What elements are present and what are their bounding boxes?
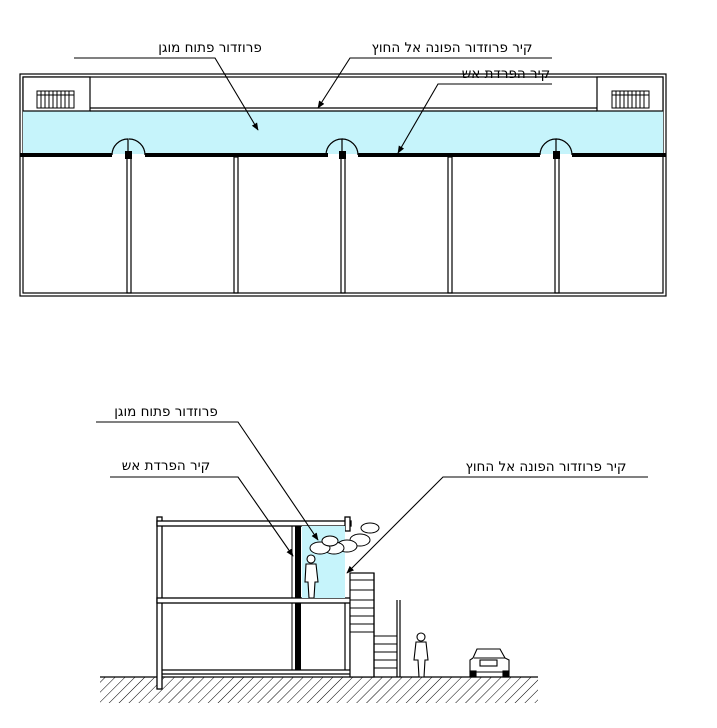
section-leader-open-corridor bbox=[96, 421, 319, 541]
section-leader-outer-wall bbox=[346, 476, 648, 574]
protected-open-corridor bbox=[23, 111, 663, 154]
plan-label-open-corridor: פרוזדור פתוח מוגן bbox=[158, 40, 262, 56]
smoke-clouds bbox=[309, 522, 380, 555]
person-outside bbox=[413, 632, 429, 678]
unit-partitions bbox=[126, 156, 560, 294]
door-swings bbox=[111, 138, 573, 156]
section-fire-wall-lower bbox=[295, 603, 301, 670]
ground-hatch bbox=[100, 677, 538, 703]
section-label-open-corridor: פרוזדור פתוח מוגן bbox=[114, 404, 218, 420]
car bbox=[469, 648, 510, 678]
stair-tower-right bbox=[596, 76, 664, 112]
stair-tower-left bbox=[22, 76, 91, 112]
cross-section: פרוזדור פתוח מוגן קיר הפרדת אש קיר פרוזד… bbox=[96, 404, 648, 703]
section-fire-wall-upper bbox=[295, 526, 301, 598]
section-leader-fire-wall bbox=[110, 476, 294, 557]
plan-leader-fire-wall bbox=[397, 83, 552, 154]
plan-leader-open-corridor bbox=[74, 57, 259, 131]
plan-label-fire-wall: קיר הפרדת אש bbox=[462, 66, 551, 82]
person-in-corridor bbox=[304, 554, 319, 599]
exterior-stair bbox=[349, 572, 401, 678]
section-label-fire-wall: קיר הפרדת אש bbox=[122, 458, 211, 474]
plan-outline bbox=[19, 73, 667, 297]
plan-leader-outer-wall bbox=[317, 57, 552, 109]
section-label-outer-wall: קיר פרוזדור הפונה אל החוץ bbox=[466, 459, 627, 475]
plan-label-outer-wall: קיר פרוזדור הפונה אל החוץ bbox=[372, 40, 533, 56]
floor-plan: פרוזדור פתוח מוגן קיר פרוזדור הפונה אל ה… bbox=[19, 40, 667, 297]
building-section bbox=[156, 516, 352, 690]
plan-outline-inner bbox=[22, 76, 664, 294]
